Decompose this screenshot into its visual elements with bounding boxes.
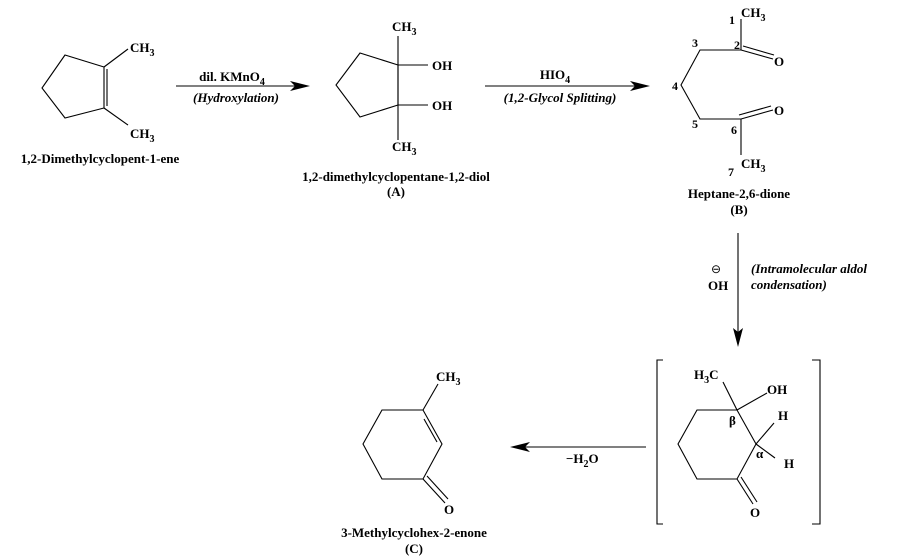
- compound-c-structure: CH3 O 3-Methylcyclohex-2-enone (C): [341, 369, 487, 556]
- dimethylcyclopentene-structure: CH3 CH3 1,2-Dimethylcyclopent-1-ene: [21, 40, 180, 166]
- ch3-bottom-label: CH3: [130, 126, 155, 145]
- carbon-number-3: 3: [692, 36, 698, 50]
- cyclohexanone-ring: [677, 409, 757, 480]
- carbonyl-bond: [740, 49, 774, 60]
- bond: [103, 107, 129, 126]
- compound-b-label: (B): [730, 202, 747, 217]
- compound-a-label: (A): [387, 184, 405, 199]
- carbon-number-5: 5: [692, 117, 698, 131]
- ch3-top-label: CH3: [130, 40, 155, 59]
- arrowhead-icon: [510, 442, 530, 452]
- ch3-bottom-label: CH3: [741, 156, 766, 175]
- compound-b-structure: O O CH3 CH3 1 2 3 4 5 6 7 Heptane-2,6-di…: [672, 5, 790, 217]
- double-bond-line: [423, 418, 438, 443]
- reaction-arrow-3: ⊖ OH (Intramolecular aldol condensation): [708, 233, 867, 347]
- step2-note: (1,2-Glycol Splitting): [504, 90, 617, 105]
- o-label: O: [444, 502, 454, 517]
- aldol-intermediate-structure: H3C OH H H O β α: [656, 359, 821, 525]
- carbon-number-2: 2: [734, 38, 740, 52]
- compound-a-name: 1,2-dimethylcyclopentane-1,2-diol: [302, 169, 490, 184]
- bond: [422, 383, 439, 411]
- reaction-arrow-4: −H2O: [510, 442, 646, 470]
- bond: [755, 443, 776, 459]
- carbonyl-bond: [422, 478, 446, 504]
- carbon-number-7: 7: [728, 165, 734, 179]
- ch3-top-label: CH3: [392, 19, 417, 38]
- bond: [103, 48, 129, 68]
- step1-reagent: dil. KMnO4: [199, 69, 265, 88]
- reaction-arrow-1: dil. KMnO4 (Hydroxylation): [176, 69, 310, 105]
- carbonyl-bond: [740, 476, 758, 503]
- right-bracket: [812, 359, 821, 525]
- oh-bottom-label: OH: [432, 98, 452, 113]
- reaction-arrow-2: HIO4 (1,2-Glycol Splitting): [485, 67, 650, 105]
- carbon-number-4: 4: [672, 79, 678, 93]
- compound-a-structure: OH OH CH3 CH3 1,2-dimethylcyclopentane-1…: [302, 19, 490, 199]
- compound-b-name: Heptane-2,6-dione: [688, 186, 790, 201]
- oh-top-label: OH: [432, 58, 452, 73]
- step1-note: (Hydroxylation): [193, 90, 279, 105]
- h3c-label: H3C: [694, 367, 719, 386]
- start-compound-name: 1,2-Dimethylcyclopent-1-ene: [21, 151, 180, 166]
- h-top-label: H: [778, 408, 788, 423]
- ch3-label: CH3: [436, 369, 461, 388]
- step3-note-line2: condensation): [751, 277, 827, 292]
- step3-reagent: OH: [708, 278, 728, 293]
- arrowhead-icon: [733, 328, 743, 347]
- ch3-top-label: CH3: [741, 5, 766, 24]
- oh-label: OH: [767, 382, 787, 397]
- carbon-number-1: 1: [729, 13, 735, 27]
- bond: [755, 422, 775, 445]
- o-bottom-label: O: [774, 103, 784, 118]
- bond: [722, 381, 738, 411]
- arrowhead-icon: [630, 81, 650, 91]
- carbonyl-bond: [426, 475, 449, 500]
- cyclopentane-ring: [335, 52, 399, 118]
- alpha-label: α: [756, 446, 764, 461]
- compound-c-name: 3-Methylcyclohex-2-enone: [341, 525, 487, 540]
- negative-charge-icon: ⊖: [711, 262, 721, 276]
- compound-c-label: (C): [405, 541, 423, 556]
- cyclopentene-ring: [41, 54, 105, 119]
- ch3-bottom-label: CH3: [392, 139, 417, 158]
- beta-label: β: [729, 413, 736, 428]
- left-bracket: [656, 359, 663, 525]
- step3-note-line1: (Intramolecular aldol: [751, 261, 867, 276]
- arrowhead-icon: [290, 81, 310, 91]
- cyclohexenone-ring: [362, 409, 443, 480]
- carbonyl-bond: [738, 105, 772, 116]
- bond: [736, 392, 768, 411]
- o-label: O: [750, 505, 760, 520]
- carbonyl-bond: [736, 478, 754, 505]
- o-top-label: O: [774, 54, 784, 69]
- h-bottom-label: H: [784, 456, 794, 471]
- carbonyl-bond: [740, 109, 774, 120]
- step2-reagent: HIO4: [540, 67, 570, 86]
- carbon-number-6: 6: [731, 123, 737, 137]
- step4-reagent: −H2O: [566, 451, 599, 470]
- carbonyl-bond: [742, 45, 775, 56]
